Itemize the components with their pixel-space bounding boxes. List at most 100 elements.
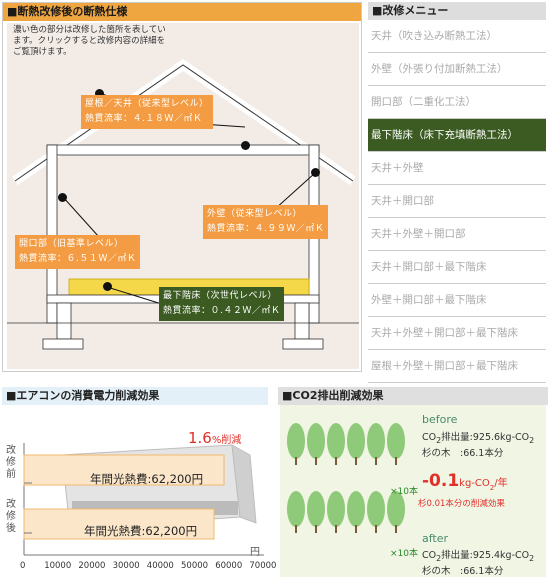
ceiling-marker <box>241 141 250 150</box>
ac-chart <box>23 443 264 556</box>
axis-tick-label: 0 <box>20 561 26 571</box>
cedar-tree-icon <box>387 491 405 533</box>
opening-callout-value: 熱貫流率：６.５１Ｗ／㎡Ｋ <box>19 254 137 264</box>
menu-item[interactable]: 屋根＋外壁＋開口部＋最下階床 <box>368 350 546 383</box>
tree-multiplier-bottom: ×10本 <box>390 549 418 559</box>
renovation-menu: ■改修メニュー 天井（吹き込み断熱工法）外壁（外張り付加断熱工法）開口部（二重化… <box>368 2 546 383</box>
cedar-tree-icon <box>387 423 405 465</box>
menu-item[interactable]: 天井（吹き込み断熱工法） <box>368 20 546 53</box>
cedar-tree-icon <box>367 491 385 533</box>
co2-text: 排出量:925.4kg-CO <box>441 550 530 561</box>
tree-grid <box>287 423 405 533</box>
wall-callout-value: 熱貫流率：４.９９Ｗ／㎡Ｋ <box>207 224 325 234</box>
cedar-tree-icon <box>307 423 325 465</box>
ac-axis-ticks: 0 10000 20000 30000 40000 50000 60000 70000 <box>2 561 276 575</box>
menu-list: 天井（吹き込み断熱工法）外壁（外張り付加断熱工法）開口部（二重化工法）最下階床（… <box>368 20 546 383</box>
floor-callout-value: 熱貫流率：０.４２Ｗ／㎡Ｋ <box>163 306 281 316</box>
insulation-spec-panel: ■断熱改修後の断熱仕様 濃い色の部分は改修した箇所を表しています。クリックすると… <box>2 2 362 372</box>
cedar-tree-icon <box>287 491 305 533</box>
tree-multiplier-top: ×10本 <box>390 487 418 497</box>
after-trees: 杉の木 :66.1本分 <box>422 566 504 577</box>
menu-item[interactable]: 開口部（二重化工法） <box>368 86 546 119</box>
co2-reduction-note: 杉0.01本分の削減効果 <box>418 499 505 509</box>
after-emission: CO2排出量:925.4kg-CO2 <box>422 547 534 563</box>
co2-reduction-value: -0.1 <box>422 471 460 491</box>
wall-marker <box>311 168 320 177</box>
house-diagram: 濃い色の部分は改修した箇所を表しています。クリックすると改修内容の詳細をご覧頂け… <box>7 23 359 369</box>
opening-callout[interactable]: 開口部（旧基準レベル） 熱貫流率：６.５１Ｗ／㎡Ｋ <box>15 235 141 269</box>
menu-item[interactable]: 天井＋外壁＋開口部＋最下階床 <box>368 317 546 350</box>
axis-tick-label: 30000 <box>112 561 140 571</box>
spec-note: 濃い色の部分は改修した箇所を表しています。クリックすると改修内容の詳細をご覧頂け… <box>13 25 166 57</box>
cedar-tree-icon <box>347 491 365 533</box>
menu-item[interactable]: 天井＋開口部 <box>368 185 546 218</box>
roof-callout-title: 屋根／天井（従来型レベル） <box>85 99 209 109</box>
roof-callout-value: 熱貫流率：４.１８Ｗ／㎡Ｋ <box>85 114 203 124</box>
co2-sub: 2 <box>436 553 442 563</box>
co2-panel-title: ■CO2排出削減効果 <box>278 387 548 405</box>
ac-reduction-value: 1.6 <box>188 429 212 447</box>
cedar-tree-icon <box>367 423 385 465</box>
before-label-char: 前 <box>6 469 16 480</box>
ac-unit: 円 <box>250 547 260 558</box>
cedar-tree-icon <box>327 491 345 533</box>
co2-label: CO <box>422 432 437 443</box>
before-label-char: 改 <box>6 445 16 456</box>
floor-callout[interactable]: 最下階床（次世代レベル） 熱貫流率：０.４２Ｗ／㎡Ｋ <box>159 287 285 321</box>
after-title: after <box>422 532 449 545</box>
before-cost: 年間光熱費:62,200円 <box>90 472 204 486</box>
axis-tick-label: 70000 <box>249 561 277 571</box>
co2-reduction: -0.1kg-CO2/年 <box>422 471 508 492</box>
menu-item[interactable]: 天井＋外壁 <box>368 152 546 185</box>
menu-item[interactable]: 外壁＋開口部＋最下階床 <box>368 284 546 317</box>
menu-item[interactable]: 天井＋外壁＋開口部 <box>368 218 546 251</box>
cedar-tree-icon <box>307 491 325 533</box>
after-cost: 年間光熱費:62,200円 <box>84 524 198 538</box>
axis-tick-label: 10000 <box>44 561 72 571</box>
ac-power-panel: ■エアコンの消費電力削減効果 1.6%削減 改 修 前 改 修 後 年間光熱費:… <box>2 387 276 577</box>
floor-marker <box>103 282 112 291</box>
co2-reduction-unit: kg-CO <box>459 478 490 489</box>
co2-sub: 2 <box>529 553 535 563</box>
after-bar <box>23 508 215 540</box>
menu-item[interactable]: 外壁（外張り付加断熱工法） <box>368 53 546 86</box>
cedar-tree-icon <box>347 423 365 465</box>
before-label: 改 修 前 <box>6 445 16 481</box>
after-label-char: 後 <box>6 523 16 534</box>
wall-callout-title: 外壁（従来型レベル） <box>207 209 303 219</box>
co2-label: CO <box>422 550 437 561</box>
axis-tick-label: 40000 <box>146 561 174 571</box>
opening-callout-title: 開口部（旧基準レベル） <box>19 239 124 249</box>
after-label-char: 改 <box>6 499 16 510</box>
roof-marker <box>95 89 104 98</box>
axis-tick-label: 50000 <box>181 561 209 571</box>
co2-text: 排出量:925.6kg-CO <box>441 432 530 443</box>
co2-area <box>280 405 546 577</box>
before-title: before <box>422 413 458 426</box>
co2-reduction-tail: /年 <box>494 478 508 489</box>
spec-panel-title: ■断熱改修後の断熱仕様 <box>3 3 361 21</box>
before-label-char: 修 <box>6 457 16 468</box>
ac-panel-title: ■エアコンの消費電力削減効果 <box>2 387 268 405</box>
menu-title: ■改修メニュー <box>368 2 546 20</box>
before-emission: CO2排出量:925.6kg-CO2 <box>422 429 534 445</box>
roof-callout[interactable]: 屋根／天井（従来型レベル） 熱貫流率：４.１８Ｗ／㎡Ｋ <box>81 95 213 129</box>
menu-item[interactable]: 天井＋開口部＋最下階床 <box>368 251 546 284</box>
co2-panel: ■CO2排出削減効果 ×10本 ×10本 before CO2排出量:925.6… <box>278 387 548 577</box>
cedar-tree-icon <box>327 423 345 465</box>
menu-item[interactable]: 最下階床（床下充填断熱工法） <box>368 119 546 152</box>
axis-tick-label: 60000 <box>215 561 243 571</box>
ac-reduction: 1.6%削減 <box>188 429 241 447</box>
after-label-char: 修 <box>6 511 16 522</box>
floor-callout-title: 最下階床（次世代レベル） <box>163 291 278 301</box>
before-bar <box>23 454 225 486</box>
axis-tick-label: 20000 <box>78 561 106 571</box>
cedar-tree-icon <box>287 423 305 465</box>
wall-callout[interactable]: 外壁（従来型レベル） 熱貫流率：４.９９Ｗ／㎡Ｋ <box>203 205 329 239</box>
after-label: 改 修 後 <box>6 499 16 535</box>
co2-reduction-sub: 2 <box>489 484 495 493</box>
before-trees: 杉の木 :66.1本分 <box>422 448 504 459</box>
ac-reduction-unit: %削減 <box>211 435 242 446</box>
co2-sub: 2 <box>436 435 442 445</box>
opening-marker <box>58 193 67 202</box>
